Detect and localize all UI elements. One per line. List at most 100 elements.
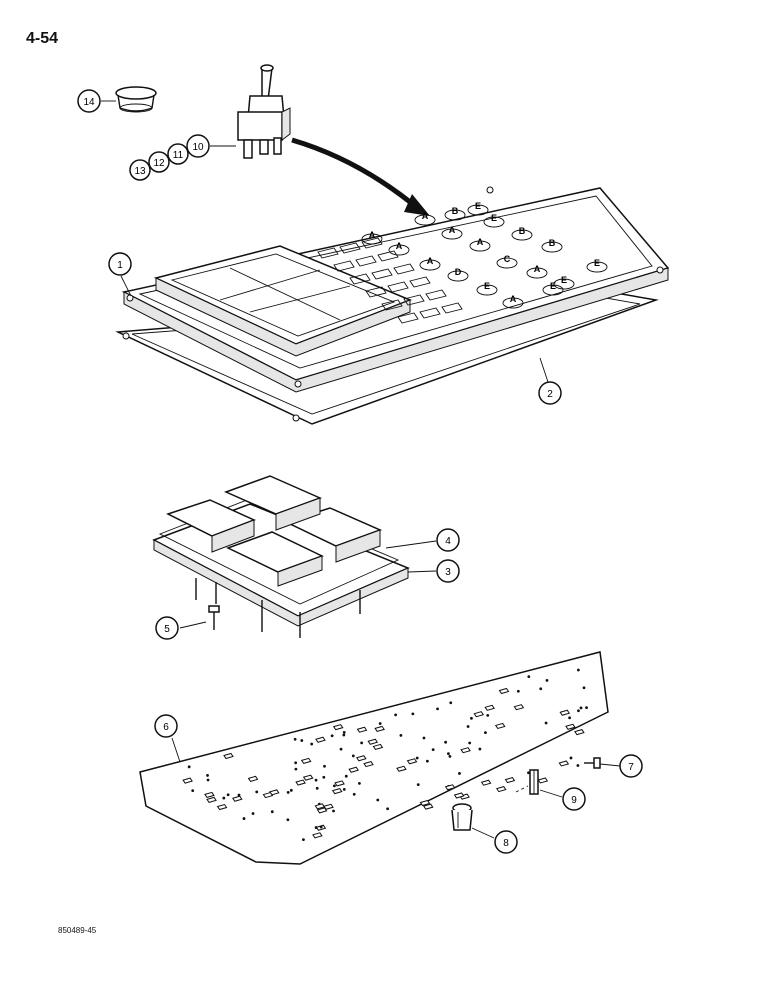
plug-cap-part xyxy=(115,86,157,113)
indicator-window xyxy=(349,273,371,285)
switch-opening: C xyxy=(496,254,518,269)
svg-text:10: 10 xyxy=(192,142,204,153)
switch-position-label: E xyxy=(484,281,490,291)
switch-position-label: A xyxy=(449,225,456,235)
switch-position-label: A xyxy=(427,256,434,266)
callout-5: 5 xyxy=(155,616,179,640)
board-hole xyxy=(342,731,346,734)
screw-part xyxy=(208,605,220,630)
board-hole xyxy=(448,754,452,758)
board-hole xyxy=(458,772,461,775)
board-hole xyxy=(330,734,334,738)
board-pad xyxy=(315,736,326,743)
indicator-window xyxy=(409,276,431,288)
board-hole xyxy=(315,786,319,790)
board-pad xyxy=(459,793,470,800)
board-hole xyxy=(470,716,473,720)
board-hole xyxy=(431,748,435,752)
board-hole xyxy=(422,736,426,740)
board-hole xyxy=(579,706,583,710)
board-hole xyxy=(187,765,191,769)
switch-position-label: A xyxy=(510,294,517,304)
board-pad xyxy=(262,791,274,799)
board-hole xyxy=(582,686,586,690)
callout-1: 1 xyxy=(108,252,132,276)
board-pad xyxy=(574,729,585,736)
board-hole xyxy=(314,826,318,829)
switch-position-label: B xyxy=(452,206,459,216)
board-hole xyxy=(444,740,448,744)
board-holes xyxy=(182,668,588,842)
switch-opening: A xyxy=(502,294,524,309)
sub-panel-part xyxy=(152,475,410,638)
board-hole xyxy=(425,759,429,763)
bulb-holder-part xyxy=(451,803,473,831)
board-hole xyxy=(286,818,290,822)
board-hole xyxy=(399,733,403,737)
switch-opening: A xyxy=(526,264,548,279)
svg-text:13: 13 xyxy=(134,166,146,177)
indicator-window xyxy=(403,294,425,306)
board-hole xyxy=(468,741,472,745)
board-hole xyxy=(527,675,531,679)
svg-text:5: 5 xyxy=(164,624,170,635)
board-pad xyxy=(374,725,385,732)
board-pad xyxy=(314,803,326,810)
board-pad xyxy=(419,799,431,807)
indicator-window xyxy=(333,260,355,272)
board-pad xyxy=(495,786,507,793)
board-pad xyxy=(444,784,456,791)
board-hole xyxy=(449,701,453,705)
switch-opening: E xyxy=(476,281,498,296)
board-pad xyxy=(331,788,343,795)
board-hole xyxy=(314,778,318,782)
board-hole xyxy=(569,756,573,760)
indicator-window xyxy=(339,242,361,254)
board-pad xyxy=(558,760,570,767)
board-pad xyxy=(295,779,306,786)
board-pad xyxy=(367,738,379,745)
svg-text:4: 4 xyxy=(445,536,451,547)
board-hole xyxy=(342,733,346,737)
board-hole xyxy=(300,739,304,742)
board-hole xyxy=(294,761,298,765)
board-hole xyxy=(358,781,361,785)
board-pad xyxy=(480,779,492,786)
indicator-window xyxy=(361,237,383,249)
board-pad xyxy=(473,711,485,718)
board-pad xyxy=(396,765,407,772)
board-hole xyxy=(226,793,230,797)
board-hole xyxy=(416,783,420,787)
board-pad xyxy=(504,777,516,784)
svg-text:12: 12 xyxy=(153,158,165,169)
board-hole xyxy=(332,784,336,788)
board-hole xyxy=(577,709,580,713)
switch-opening: B xyxy=(444,206,466,221)
callout-12: 12 xyxy=(148,151,170,173)
board-hole xyxy=(322,775,326,779)
switch-opening: E xyxy=(542,281,564,296)
board-pad xyxy=(356,726,368,733)
board-hole xyxy=(376,798,380,802)
svg-text:9: 9 xyxy=(571,795,577,806)
callout-8: 8 xyxy=(494,830,518,854)
board-pad xyxy=(460,747,471,754)
board-pad xyxy=(406,758,418,765)
board-hole xyxy=(394,713,398,717)
board-hole xyxy=(294,767,298,771)
board-hole xyxy=(339,747,343,751)
board-hole xyxy=(222,796,226,800)
board-hole xyxy=(576,668,580,672)
svg-text:6: 6 xyxy=(163,722,169,733)
indicator-window xyxy=(355,255,377,267)
board-pad xyxy=(334,780,345,787)
switch-opening: A xyxy=(361,230,383,245)
board-pad xyxy=(372,743,384,751)
board-pad xyxy=(312,832,323,839)
board-hole xyxy=(360,741,364,745)
board-pad xyxy=(232,795,243,802)
board-pad xyxy=(302,774,314,781)
page-number: 4-54 xyxy=(26,30,59,47)
